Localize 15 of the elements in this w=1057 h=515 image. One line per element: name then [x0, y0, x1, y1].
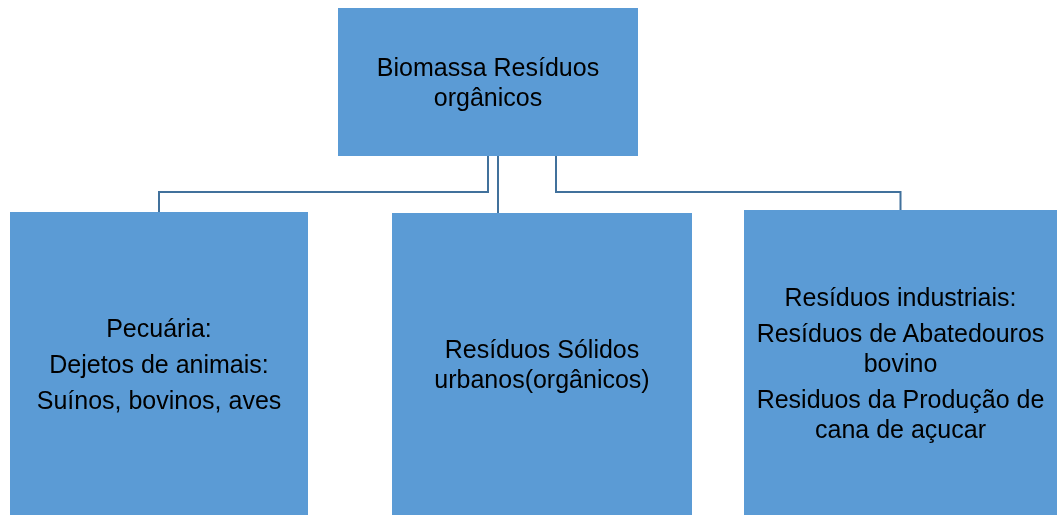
- connector-line: [158, 155, 489, 213]
- process-box: [10, 212, 308, 515]
- process-box: [392, 213, 692, 515]
- box-text: Pecuária:: [106, 312, 212, 343]
- process-box: [338, 8, 638, 156]
- box-text: Dejetos de animais:: [49, 348, 269, 379]
- process-box: [744, 210, 1057, 515]
- box-text: Biomassa Resíduos orgânicos: [375, 52, 601, 112]
- box-text: Resíduos Sólidos urbanos(orgânicos): [433, 334, 651, 394]
- box-text: Resíduos de Abatedouros bovino: [755, 317, 1046, 378]
- box-text: Residuos da Produção de cana de açucar: [755, 383, 1046, 444]
- box-text: Suínos, bovinos, aves: [36, 384, 282, 415]
- box-text: Resíduos industriais:: [784, 281, 1017, 312]
- connector-line: [497, 155, 499, 214]
- connector-line: [555, 155, 902, 211]
